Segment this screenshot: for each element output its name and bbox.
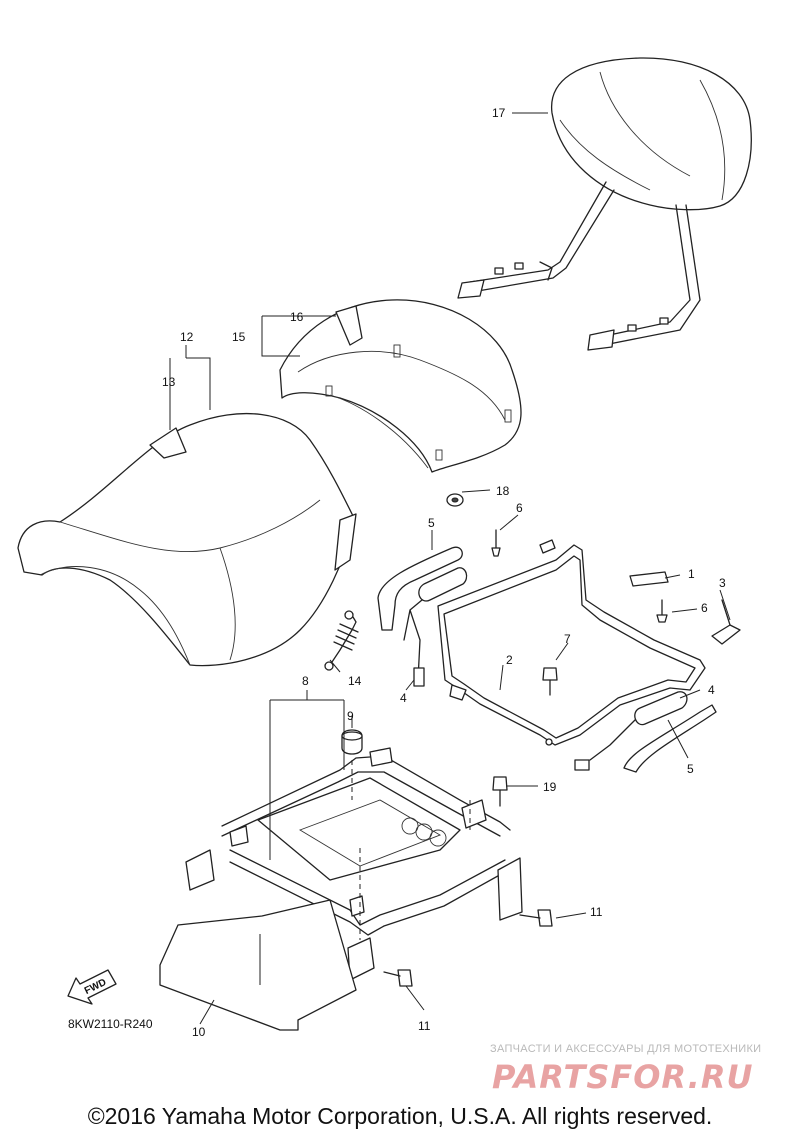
tray-part-10[interactable] — [159, 899, 357, 1031]
handle-part-5[interactable] — [377, 546, 463, 631]
spring-part-14[interactable] — [324, 610, 359, 671]
watermark-logo-text: PARTSFOR.RU — [492, 1058, 753, 1094]
bolt-part-11[interactable] — [519, 909, 553, 927]
part-code: 8KW2110-R240 — [68, 1017, 153, 1031]
callout-4: 4 — [400, 691, 407, 705]
callout-8: 8 — [302, 674, 309, 688]
watermark-logo: PARTSFOR.RU — [492, 1058, 753, 1094]
base-frame-part-8[interactable] — [185, 747, 523, 981]
callout-14: 14 — [348, 674, 362, 688]
grip-part-4[interactable] — [574, 691, 688, 771]
callout-11: 11 — [590, 905, 603, 919]
callout-15: 15 — [232, 330, 246, 344]
callout-4: 4 — [708, 683, 715, 697]
callout-2: 2 — [506, 653, 513, 667]
copyright-notice: ©2016 Yamaha Motor Corporation, U.S.A. A… — [87, 1103, 713, 1129]
label-part-1[interactable] — [629, 571, 669, 587]
seat-frame-part-2[interactable] — [437, 539, 706, 746]
callout-10: 10 — [192, 1025, 206, 1039]
damper-part-9[interactable] — [341, 729, 363, 755]
callouts: 17 16 15 12 13 18 5 6 1 3 6 7 2 4 5 4 14… — [68, 106, 726, 1039]
passenger-seat-part-15[interactable] — [279, 299, 522, 473]
rivet-part-6[interactable] — [491, 529, 501, 557]
watermark-tagline: ЗАПЧАСТИ И АКСЕССУАРЫ ДЛЯ МОТОТЕХНИКИ — [490, 1043, 762, 1055]
bolt-part-11[interactable] — [383, 969, 413, 987]
handle-part-3[interactable] — [711, 599, 741, 645]
callout-19: 19 — [543, 780, 557, 794]
callout-1: 1 — [688, 567, 695, 581]
backrest-part-17[interactable] — [457, 57, 752, 351]
rivet-part-6[interactable] — [656, 599, 668, 623]
grommet-part-18[interactable] — [446, 493, 464, 507]
callout-12: 12 — [180, 330, 194, 344]
callout-7: 7 — [564, 632, 571, 646]
grip-part-4[interactable] — [403, 567, 468, 687]
callout-11: 11 — [418, 1019, 431, 1033]
callout-9: 9 — [347, 709, 354, 723]
callout-17: 17 — [492, 106, 506, 120]
callout-6: 6 — [701, 601, 708, 615]
callout-13: 13 — [162, 375, 176, 389]
bolt-part-19[interactable] — [492, 776, 508, 807]
callout-5: 5 — [687, 762, 694, 776]
rider-seat-part-12[interactable] — [17, 412, 357, 667]
bolt-part-7[interactable] — [542, 667, 558, 696]
callout-16: 16 — [290, 310, 304, 324]
leader-lines — [169, 112, 731, 1025]
callout-6: 6 — [516, 501, 523, 515]
callout-5: 5 — [428, 516, 435, 530]
handle-part-5[interactable] — [623, 704, 717, 773]
callout-3: 3 — [719, 576, 726, 590]
callout-18: 18 — [496, 484, 510, 498]
fwd-arrow-icon: FWD — [67, 969, 117, 1005]
